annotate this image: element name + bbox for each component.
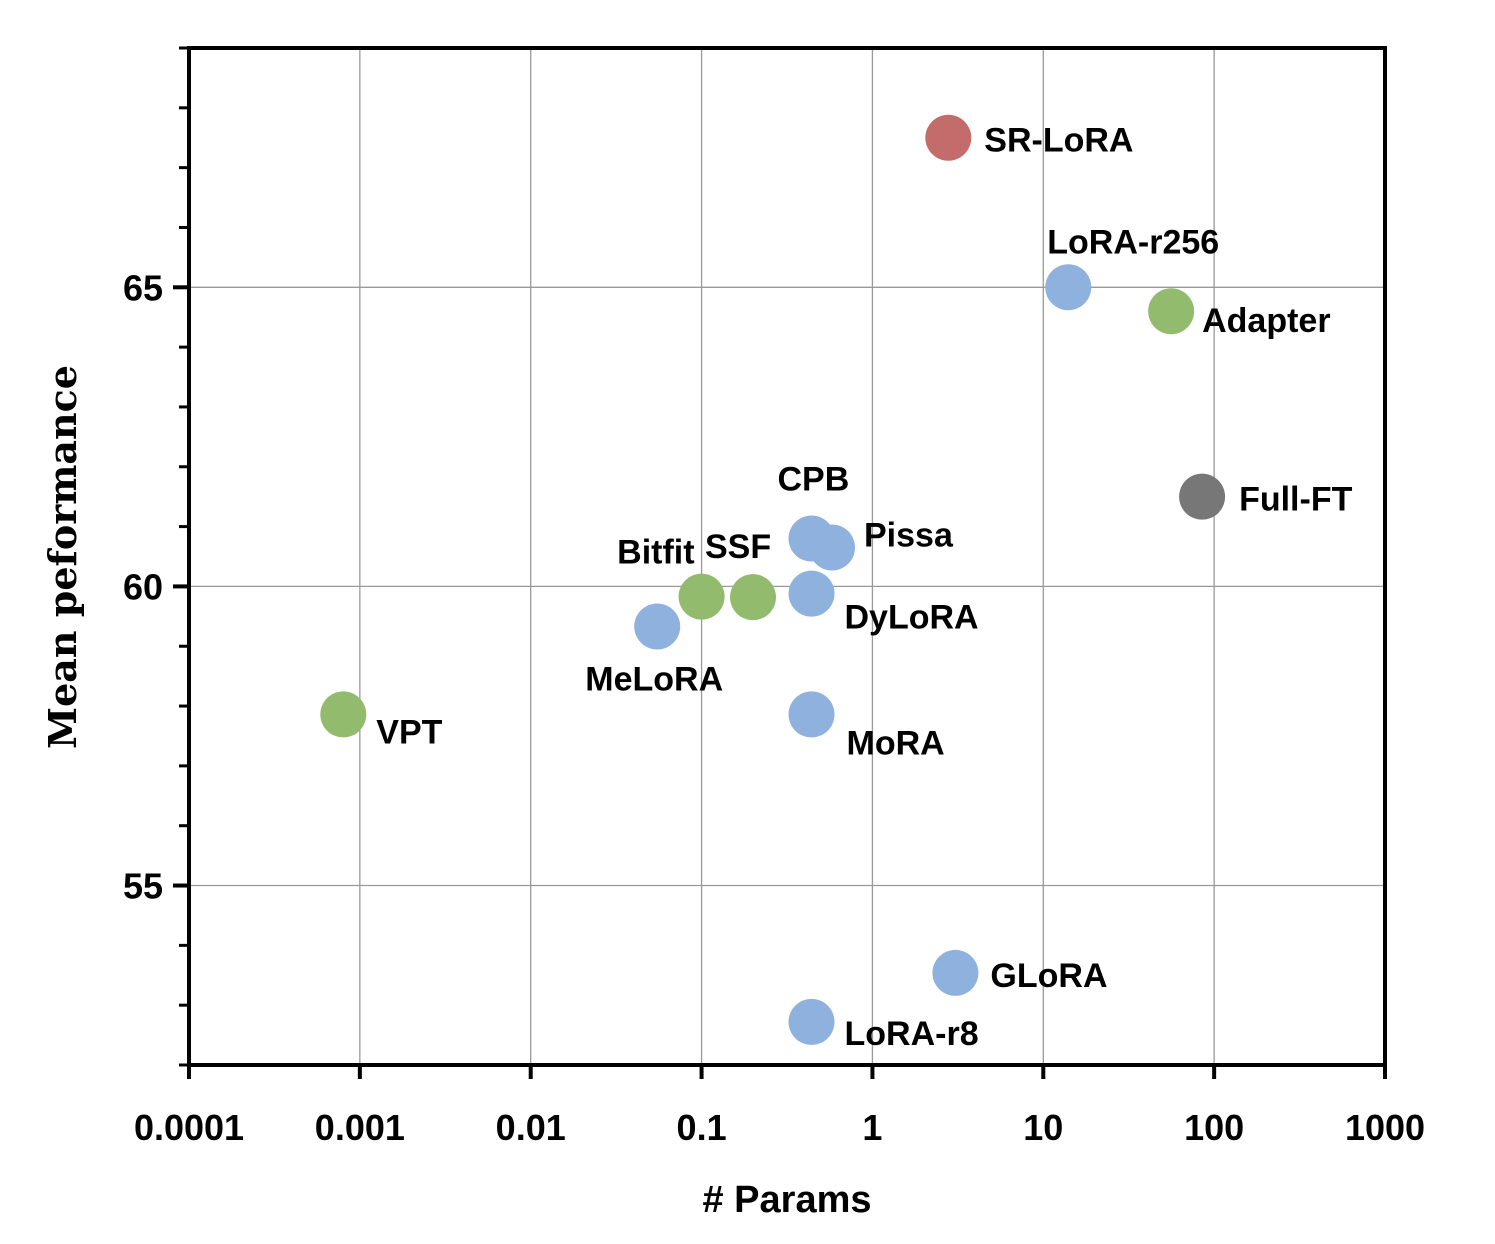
point-full-ft — [1179, 473, 1226, 520]
point-label: CPB — [778, 461, 850, 499]
point-sr-lora — [925, 114, 972, 161]
x-tick-label: 0.01 — [496, 1107, 566, 1148]
point-label: MeLoRA — [585, 660, 723, 698]
plot-frame — [187, 46, 1387, 1067]
point-adapter — [1148, 288, 1195, 335]
point-label: VPT — [376, 713, 442, 751]
point-label: GLoRA — [990, 957, 1107, 995]
y-tick-label: 60 — [123, 566, 163, 607]
x-axis-label: # Params — [702, 1179, 871, 1221]
x-tick-label: 100 — [1184, 1107, 1244, 1148]
point-melora — [634, 603, 681, 650]
y-axis-label: Mean peformance — [40, 365, 85, 749]
x-tick-label: 1 — [862, 1107, 882, 1148]
point-label: Pissa — [864, 517, 954, 555]
axis-ticks: 0.0001 0.001 0.01 0.1 1 10 100 1000 55 60 65 — [123, 46, 1425, 1148]
point-glora — [932, 949, 979, 996]
point-dylora — [788, 570, 835, 617]
point-bitfit — [678, 573, 725, 620]
point-label: MoRA — [847, 724, 945, 762]
point-lora-r8 — [788, 998, 835, 1045]
point-label: Full-FT — [1239, 481, 1353, 519]
point-label: DyLoRA — [845, 599, 979, 637]
point-lora-r256 — [1045, 264, 1092, 311]
point-label: LoRA-r256 — [1047, 223, 1219, 261]
x-tick-label: 0.001 — [315, 1107, 405, 1148]
point-vpt — [320, 691, 367, 738]
y-tick-label: 55 — [123, 866, 163, 907]
point-label: LoRA-r8 — [845, 1015, 979, 1053]
y-tick-label: 65 — [123, 267, 163, 308]
point-pissa — [809, 524, 856, 571]
x-tick-label: 1000 — [1345, 1107, 1425, 1148]
point-label: Adapter — [1202, 302, 1330, 340]
x-tick-label: 10 — [1023, 1107, 1063, 1148]
point-ssf — [730, 574, 777, 621]
point-label: SSF — [705, 528, 771, 566]
x-tick-label: 0.1 — [677, 1107, 727, 1148]
x-tick-label: 0.0001 — [134, 1107, 244, 1148]
point-mora — [788, 691, 835, 738]
grid — [188, 48, 1386, 1065]
point-label: Bitfit — [617, 534, 694, 572]
point-label: SR-LoRA — [984, 122, 1133, 160]
